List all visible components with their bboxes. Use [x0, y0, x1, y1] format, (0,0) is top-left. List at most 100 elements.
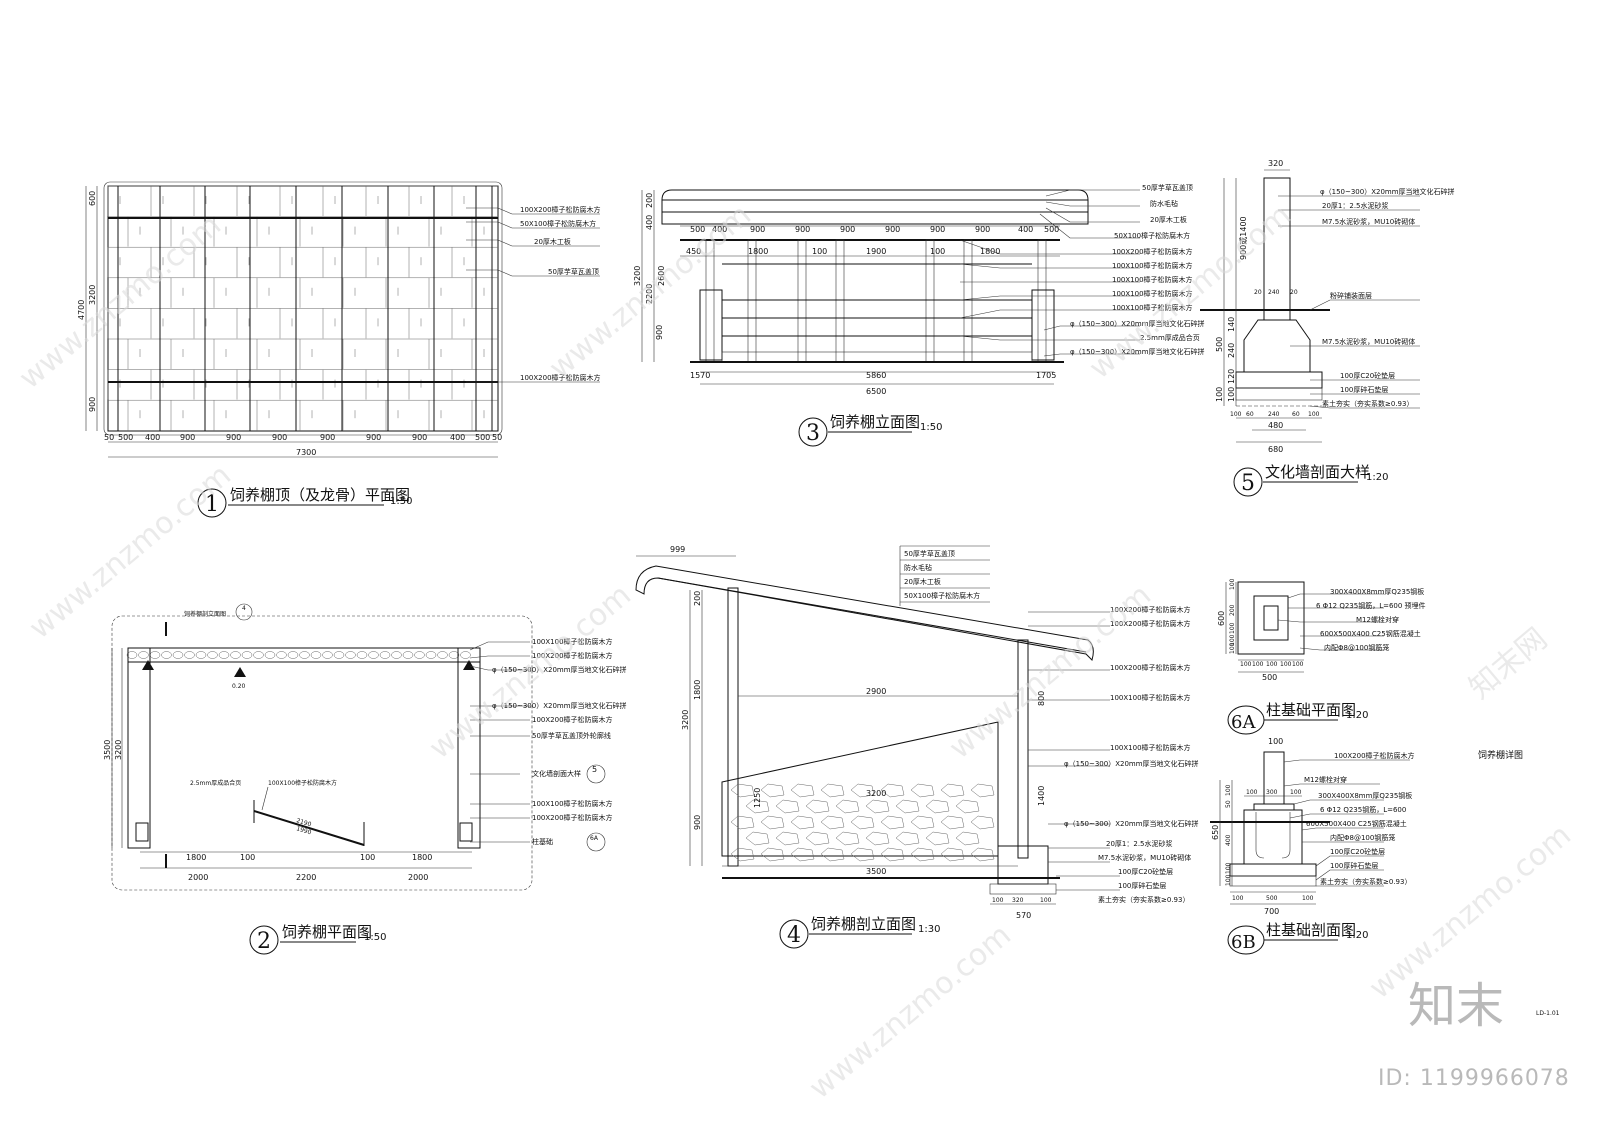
stone-shape [775, 799, 800, 814]
stone-shape [276, 651, 287, 659]
dim-text: 3200 [866, 789, 886, 798]
stone-shape [379, 651, 391, 659]
dim-text: 20 [1290, 289, 1298, 296]
stone-shape [230, 651, 241, 659]
note-text: 100X100樟子松防腐木方 [268, 779, 337, 787]
stone-shape [391, 651, 402, 659]
dim-text: 240 [1268, 411, 1280, 418]
stone-shape [865, 799, 890, 814]
dim-total: 500 [1215, 337, 1224, 352]
callout-text: 100厚碎石垫层 [1340, 385, 1388, 394]
view-title: 文化墙剖面大样 [1265, 463, 1370, 481]
dim-text: 400 [645, 215, 654, 230]
stone-shape [368, 651, 379, 659]
stone-shape [970, 783, 995, 798]
stone-shape [760, 847, 785, 862]
stone-shape [760, 815, 785, 830]
callout-text: 防水毛毡 [904, 563, 932, 572]
callout-text: 100X100樟子松防腐木方 [1110, 743, 1191, 752]
stone-shape [850, 847, 875, 862]
callout-text: 防水毛毡 [1150, 199, 1178, 208]
callout-text: 柱基础 [532, 837, 553, 846]
callout-text: φ（150~300）X20mm厚当地文化石碎拼 [1320, 187, 1455, 196]
stone-shape [126, 651, 138, 659]
dim-total: 3200 [681, 710, 690, 730]
view-title: 饲养棚平面图 [282, 923, 372, 941]
callout-text: 100X200樟子松防腐木方 [532, 715, 613, 724]
stone-shape [940, 847, 965, 862]
roof-tile-grid [107, 185, 498, 431]
note-text: 2.5mm厚成品合页 [190, 779, 241, 787]
dim-text: 2000 [188, 873, 208, 882]
post-line [1037, 239, 1047, 363]
post-right [1017, 639, 1029, 859]
stone-shape [287, 651, 299, 659]
dim-text: 200 [1229, 604, 1236, 616]
dim-text: 100 [1252, 661, 1264, 668]
stone-pier-right [1031, 289, 1055, 361]
callout-text: 100厚碎石垫层 [1118, 881, 1166, 890]
callout-text: 50X100樟子松防腐木方 [904, 591, 980, 600]
dim-text: 100 [1302, 895, 1314, 902]
dim-text: 999 [670, 545, 685, 554]
stone-shape [425, 651, 437, 659]
dim-text: 100 [1229, 578, 1236, 590]
dim-text: 60 [1292, 411, 1300, 418]
view-number-bubble [197, 488, 227, 518]
callout-text: φ（150~300）X20mm厚当地文化石碎拼 [492, 665, 627, 674]
view-number: 2 [257, 929, 271, 954]
callout-text: 50厚芋草瓦盖顶外轮廓线 [532, 731, 611, 740]
post-section [1263, 605, 1279, 631]
view3-elevation: 500 400 900 900 900 900 900 900 400 500 … [633, 183, 1205, 447]
view6b-base-section: 100 100 300 100 400 100 50 100 100 650 1… [1210, 737, 1415, 955]
dim-text: 50 [1225, 800, 1232, 808]
dim-total: 4700 [77, 300, 86, 320]
dim-text: 100 [1225, 874, 1232, 886]
dim-text: 100 [1225, 784, 1232, 796]
callout-text: 50厚芋草瓦盖顶 [904, 549, 955, 558]
dim-total: 3200 [633, 266, 642, 286]
callout-text: 300X400X8mm厚Q235钢板 [1318, 791, 1412, 800]
dim-text: 320 [1268, 159, 1283, 168]
view1-roof-plan: 50 500 400 900 900 900 900 900 900 400 5… [77, 181, 601, 518]
stone-shape [730, 815, 755, 830]
stone-shape [149, 651, 161, 659]
view-scale: 1:20 [1346, 710, 1368, 721]
dim-text: 200 [645, 193, 654, 208]
ref-bubble [586, 832, 606, 852]
stone-shape [299, 651, 310, 659]
dim-text: 900 [88, 397, 97, 412]
stone-shape [345, 651, 356, 659]
concrete-footing [1243, 809, 1303, 865]
view-number: 6A [1231, 712, 1256, 733]
callout-text: 100厚C20砼垫层 [1118, 867, 1173, 876]
dim-text: 100 [1230, 411, 1242, 418]
callout-text: 600X500X400 C25钢筋混凝土 [1320, 629, 1421, 638]
stone-shape [730, 847, 755, 862]
view6a-base-plan: 100 200 100 100 100 600 100 100 100 100 … [1217, 578, 1426, 735]
gravel-pad [1229, 875, 1317, 887]
dim-text: 400 [450, 433, 465, 442]
stone-wall-top [127, 647, 481, 663]
view2-plan: 0.20 2190 1990 2.5mm厚成品合页 100X100樟子松防腐木方… [103, 603, 627, 955]
stone-shape [835, 799, 860, 814]
stone-shape [460, 651, 471, 659]
roof-eave-outline [103, 181, 503, 436]
view3-dims: 500 400 900 900 900 900 900 900 400 500 … [633, 190, 1060, 396]
section-tag-num: 4 [242, 605, 246, 612]
view3-callouts: 50厚芋草瓦盖顶 防水毛毡 20厚木工板 50X100樟子松防腐木方 100X2… [959, 183, 1205, 357]
callout-text: 100X200樟子松防腐木方 [1112, 247, 1193, 256]
dim-text: 1900 [866, 247, 886, 256]
dim-total: 600 [1217, 611, 1226, 626]
stone-shape [790, 815, 815, 830]
view5-wall-section: 320 900或1400 140 240 120 100 100 500 20 … [1200, 159, 1455, 497]
dim-text: 500 [690, 225, 705, 234]
callout-text: φ（150~300）X20mm厚当地文化石碎拼 [492, 701, 627, 710]
dim-text: 100 [1308, 411, 1320, 418]
view-scale: 1:20 [1346, 930, 1368, 941]
callout-text: 50X100樟子松防腐木方 [520, 219, 596, 228]
dim-text: 3200 [114, 740, 123, 760]
stone-shape [910, 783, 935, 798]
dim-text: 900 [840, 225, 855, 234]
